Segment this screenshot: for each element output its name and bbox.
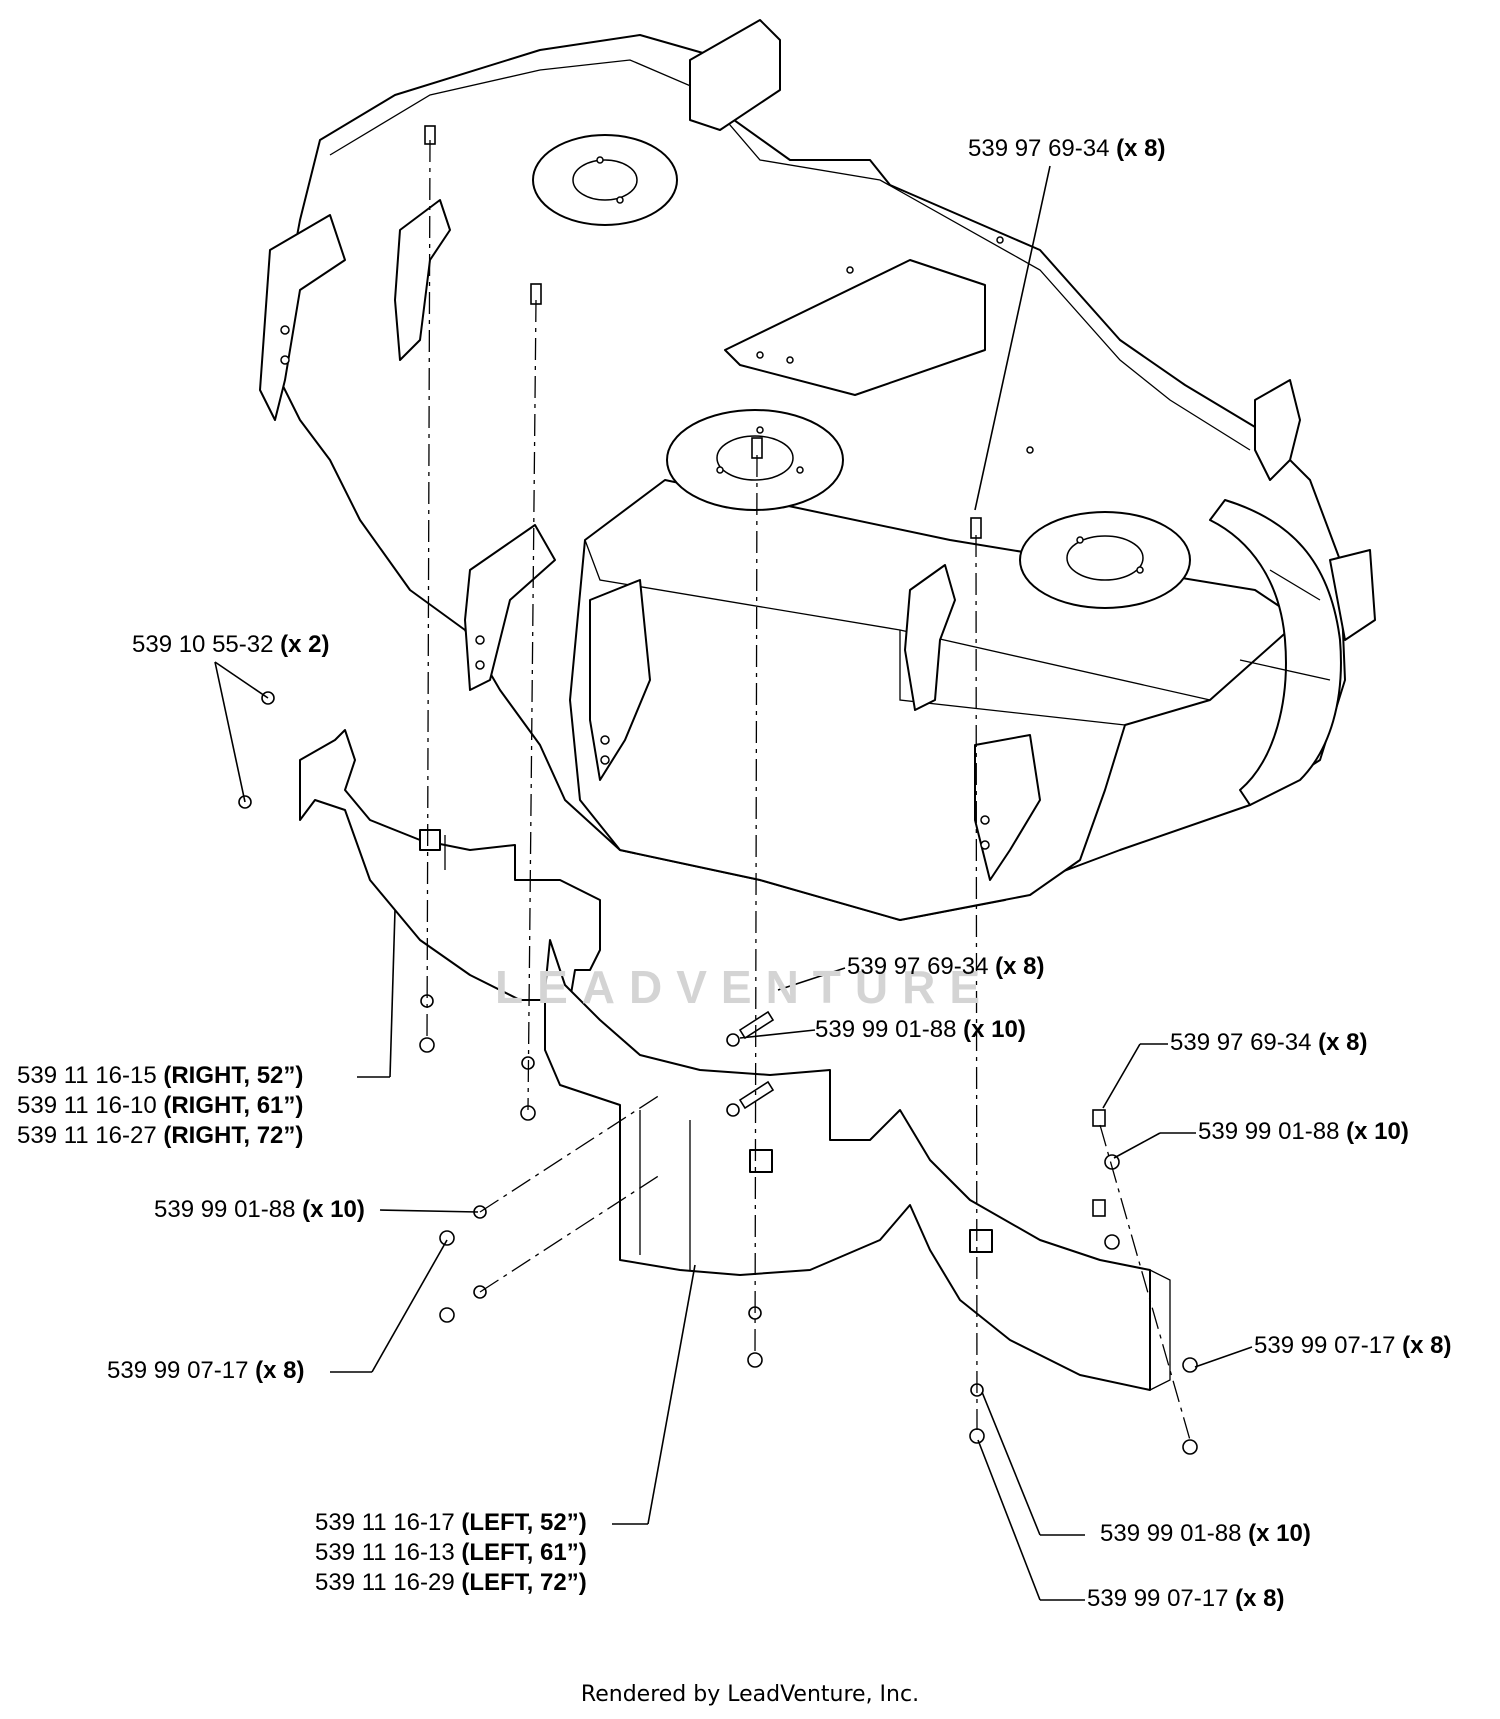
label-screw-top: 539 97 69-34 (x 8) (968, 135, 1166, 162)
assembly-lines (426, 139, 1191, 1441)
label-nut-left: 539 99 07-17 (x 8) (107, 1357, 305, 1384)
label-nut-bottom: 539 99 07-17 (x 8) (1087, 1585, 1285, 1612)
label-washer-mid: 539 99 01-88 (x 10) (815, 1016, 1026, 1043)
label-bolt-left: 539 10 55-32 (x 2) (132, 631, 330, 658)
label-nut-right: 539 99 07-17 (x 8) (1254, 1332, 1452, 1359)
right-baffle (299, 729, 601, 1001)
mower-deck (259, 19, 1376, 921)
label-right-baffle: 539 11 16-15 (RIGHT, 52”) 539 11 16-10 (… (17, 1062, 304, 1149)
label-washer-left: 539 99 01-88 (x 10) (154, 1196, 365, 1223)
leader-lines (214, 165, 1253, 1601)
footer-credit: Rendered by LeadVenture, Inc. (580, 1682, 920, 1707)
watermark: LEADVENTURE (495, 961, 995, 1013)
label-screw-mid: 539 97 69-34 (x 8) (847, 953, 1045, 980)
label-washer-bottom: 539 99 01-88 (x 10) (1100, 1520, 1311, 1547)
label-washer-right: 539 99 01-88 (x 10) (1198, 1118, 1409, 1145)
label-screw-right: 539 97 69-34 (x 8) (1170, 1029, 1368, 1056)
label-left-baffle: 539 11 16-17 (LEFT, 52”) 539 11 16-13 (L… (315, 1509, 587, 1596)
hardware (238, 125, 1198, 1455)
